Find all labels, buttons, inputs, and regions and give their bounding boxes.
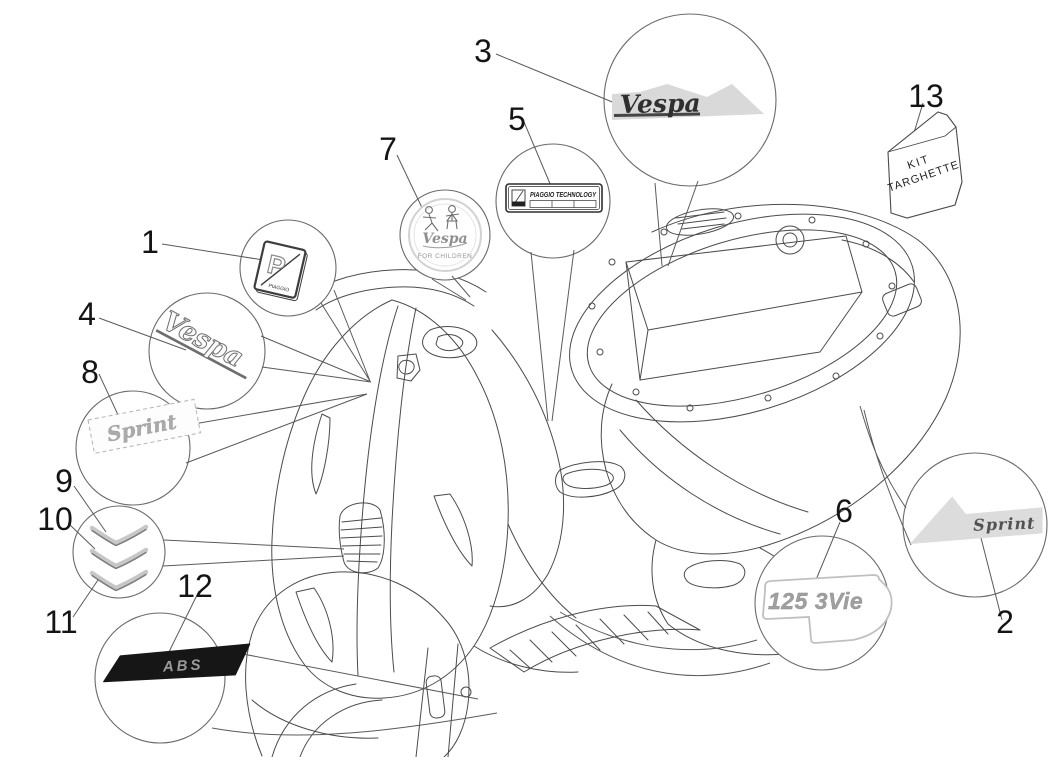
callout-number-4: 4 [78, 296, 96, 332]
badge-sprint-panel: Sprint [909, 496, 1043, 544]
vespa-decal-text: Vespa [620, 89, 701, 119]
displacement-text: 125 3Vie [768, 588, 863, 614]
callout-numbers: 1 2 3 4 5 6 7 8 9 10 11 12 13 [37, 33, 1014, 640]
callout-balloons [72, 13, 1048, 744]
callout-number-12: 12 [177, 568, 213, 604]
callout-number-2: 2 [996, 604, 1014, 640]
callout-number-11: 11 [44, 604, 77, 640]
callout-number-9: 9 [55, 463, 73, 499]
vespa-for-children-title: Vespa [422, 231, 467, 247]
leader-lines [67, 53, 1003, 736]
chevron-trim-2 [89, 547, 149, 570]
children-figures-icon [422, 205, 460, 232]
badge-vespa-for-children: Vespa FOR CHILDREN [408, 198, 482, 272]
piaggio-technology-text: PIAGGIO TECHNOLOGY [530, 192, 597, 199]
vespa-for-children-subtitle: FOR CHILDREN [418, 253, 473, 260]
badge-displacement-decal: 125 3Vie [762, 574, 893, 644]
callout-number-10: 10 [37, 501, 73, 537]
callout-number-13: 13 [908, 78, 944, 114]
callout-number-1: 1 [141, 224, 159, 260]
chevron-trim-1 [89, 524, 149, 547]
balloon-4 [148, 292, 266, 410]
piaggio-technology-shield-icon [511, 189, 526, 207]
badge-abs: ABS [103, 643, 251, 683]
sprint-panel-text: Sprint [973, 514, 1036, 535]
piaggio-shield-brand: PIAGGIO [268, 283, 290, 294]
callout-number-3: 3 [474, 33, 492, 69]
callout-number-8: 8 [81, 354, 99, 390]
chevron-trim-3 [89, 569, 149, 592]
kit-envelope: KIT TARGHETTE [886, 111, 963, 219]
callout-number-6: 6 [835, 493, 853, 529]
abs-text: ABS [161, 657, 204, 676]
badge-chevrons [89, 524, 149, 592]
balloon-9-10-11 [72, 505, 166, 599]
callout-number-5: 5 [508, 101, 526, 137]
badge-vespa-decal: Vespa [612, 84, 764, 120]
badge-piaggio-shield: P PIAGGIO [253, 240, 308, 302]
badge-piaggio-technology: PIAGGIO TECHNOLOGY [505, 183, 603, 213]
callout-number-7: 7 [379, 131, 397, 167]
scooter-line-art [245, 203, 961, 757]
